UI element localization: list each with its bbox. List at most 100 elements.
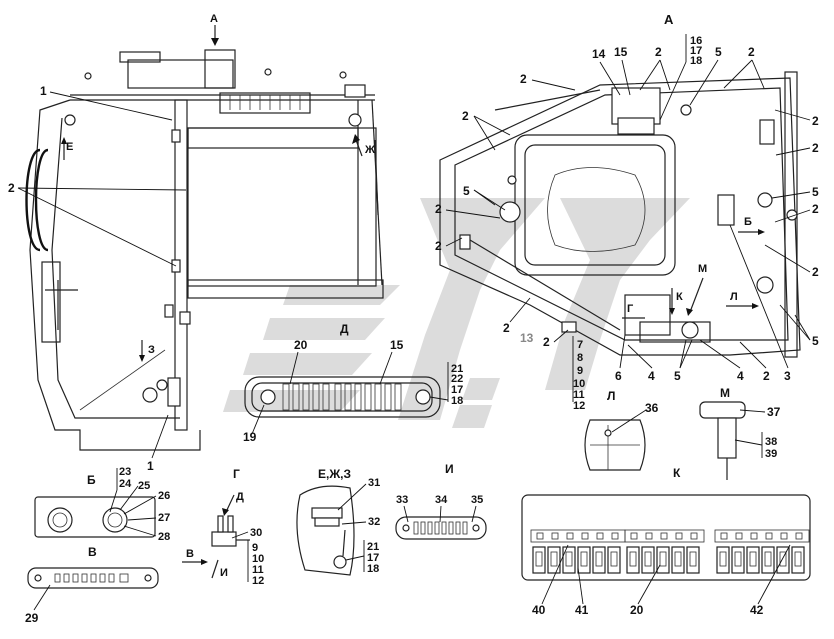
rocker-switch (731, 546, 745, 574)
view-A-title: А (664, 12, 674, 27)
watermark-logo (223, 198, 690, 428)
callout-2h: 2 (812, 141, 819, 155)
callout-D-19: 19 (243, 430, 257, 444)
callout-2a: 2 (655, 45, 662, 59)
callout-15: 15 (614, 45, 628, 59)
view-M-title: М (720, 386, 730, 400)
callout-D-20: 20 (294, 338, 308, 352)
rocker-switch (791, 546, 805, 574)
callout-2-left: 2 (8, 181, 15, 195)
view-M-detail: М 37 38 39 (699, 386, 781, 480)
switch-symbol-icon (660, 532, 668, 540)
rocker-switch (746, 546, 760, 574)
view-L-title: Л (607, 389, 615, 403)
callout-2g: 2 (812, 114, 819, 128)
view-E-Zh-Z-detail: Е,Ж,З 31 32 21 17 18 (296, 467, 380, 576)
arrow-label-L: Л (730, 291, 738, 303)
view-K-title: К (673, 466, 681, 480)
callout-32: 32 (368, 516, 380, 528)
callout-36: 36 (645, 401, 659, 415)
callout-26: 26 (158, 490, 170, 502)
callout-28: 28 (158, 531, 170, 543)
callout-38: 38 (765, 436, 777, 448)
view-I-title: И (445, 462, 454, 476)
rocker-switch (592, 546, 606, 574)
switch-group-icon-strip (714, 529, 810, 543)
rocker-switch (607, 546, 621, 574)
rocker-switch (671, 546, 685, 574)
callout-E-17: 17 (367, 552, 379, 564)
callout-25: 25 (138, 480, 150, 492)
switch-symbol-icon (611, 532, 619, 540)
callout-1-top: 1 (40, 84, 47, 98)
callout-33: 33 (396, 494, 408, 506)
arrow-label-E: Е (66, 141, 73, 153)
callout-41: 41 (575, 603, 589, 617)
callout-D-21: 21 (451, 363, 463, 375)
callout-2d: 2 (462, 109, 469, 123)
rocker-switch-key (734, 551, 742, 567)
arrow-label-A: А (210, 13, 218, 25)
arrow-label-G: Г (627, 303, 634, 315)
switch-groups (530, 529, 810, 574)
callout-G-12: 12 (252, 575, 264, 587)
callout-G-11: 11 (252, 564, 264, 576)
rocker-switch-key (764, 551, 772, 567)
rocker-switch-key (550, 551, 558, 567)
rocker-switch-key (749, 551, 757, 567)
switch-symbol-icon (551, 532, 559, 540)
switch-symbol-icon (720, 532, 728, 540)
view-B-detail: Б 23 24 25 26 27 28 (34, 466, 170, 543)
arrow-label-Z: З (148, 344, 155, 356)
rocker-switch-key (565, 551, 573, 567)
callout-G-9: 9 (252, 542, 258, 554)
callout-3: 3 (784, 369, 791, 383)
view-I-detail: И 33 34 35 (395, 462, 487, 540)
view-V-title: В (88, 545, 97, 559)
view-A-roof: А (439, 12, 801, 358)
rocker-switch-key (674, 551, 682, 567)
view-G-title: Г (233, 467, 240, 481)
callout-39: 39 (765, 448, 777, 460)
callout-24: 24 (119, 478, 132, 490)
callout-7: 7 (577, 339, 583, 351)
switch-symbol-icon (645, 532, 653, 540)
rocker-switch (641, 546, 655, 574)
rocker-switch-key (644, 551, 652, 567)
rocker-switch (626, 546, 640, 574)
view-G-detail: Г Д В И 30 9 10 11 12 (182, 467, 264, 587)
rocker-switch (532, 546, 546, 574)
callout-D-15: 15 (390, 338, 404, 352)
callout-2j-lower: 2 (543, 335, 550, 349)
callout-23: 23 (119, 466, 131, 478)
rocker-switch (577, 546, 591, 574)
switch-group-icon-strip (624, 529, 705, 543)
rocker-switch (716, 546, 730, 574)
callout-5c: 5 (812, 185, 819, 199)
rocker-switch (686, 546, 700, 574)
callout-10: 10 (573, 378, 585, 390)
arrow-label-V: В (186, 548, 194, 560)
callout-D-22: 22 (451, 373, 463, 385)
callout-37: 37 (767, 405, 781, 419)
callout-D-18: 18 (451, 395, 463, 407)
callout-16: 16 (690, 35, 702, 47)
arrow-label-B: Б (744, 216, 752, 228)
callout-2e: 2 (435, 202, 442, 216)
view-D-lamp-panel: Д 20 15 21 22 17 18 19 (243, 322, 463, 444)
rocker-switch (656, 546, 670, 574)
rocker-switch-key (794, 551, 802, 567)
callout-11: 11 (573, 389, 585, 401)
switch-symbol-icon (630, 532, 638, 540)
callout-2i: 2 (812, 202, 819, 216)
switch-symbol-icon (735, 532, 743, 540)
callout-E-18: 18 (367, 563, 379, 575)
rocker-switch-key (719, 551, 727, 567)
callout-5f: 5 (812, 334, 819, 348)
callout-1-bottom: 1 (147, 459, 154, 473)
view-D-title: Д (340, 322, 349, 336)
view-EZhZ-title: Е,Ж,З (318, 467, 351, 481)
arrow-label-D: Д (236, 491, 244, 503)
rocker-switch (547, 546, 561, 574)
